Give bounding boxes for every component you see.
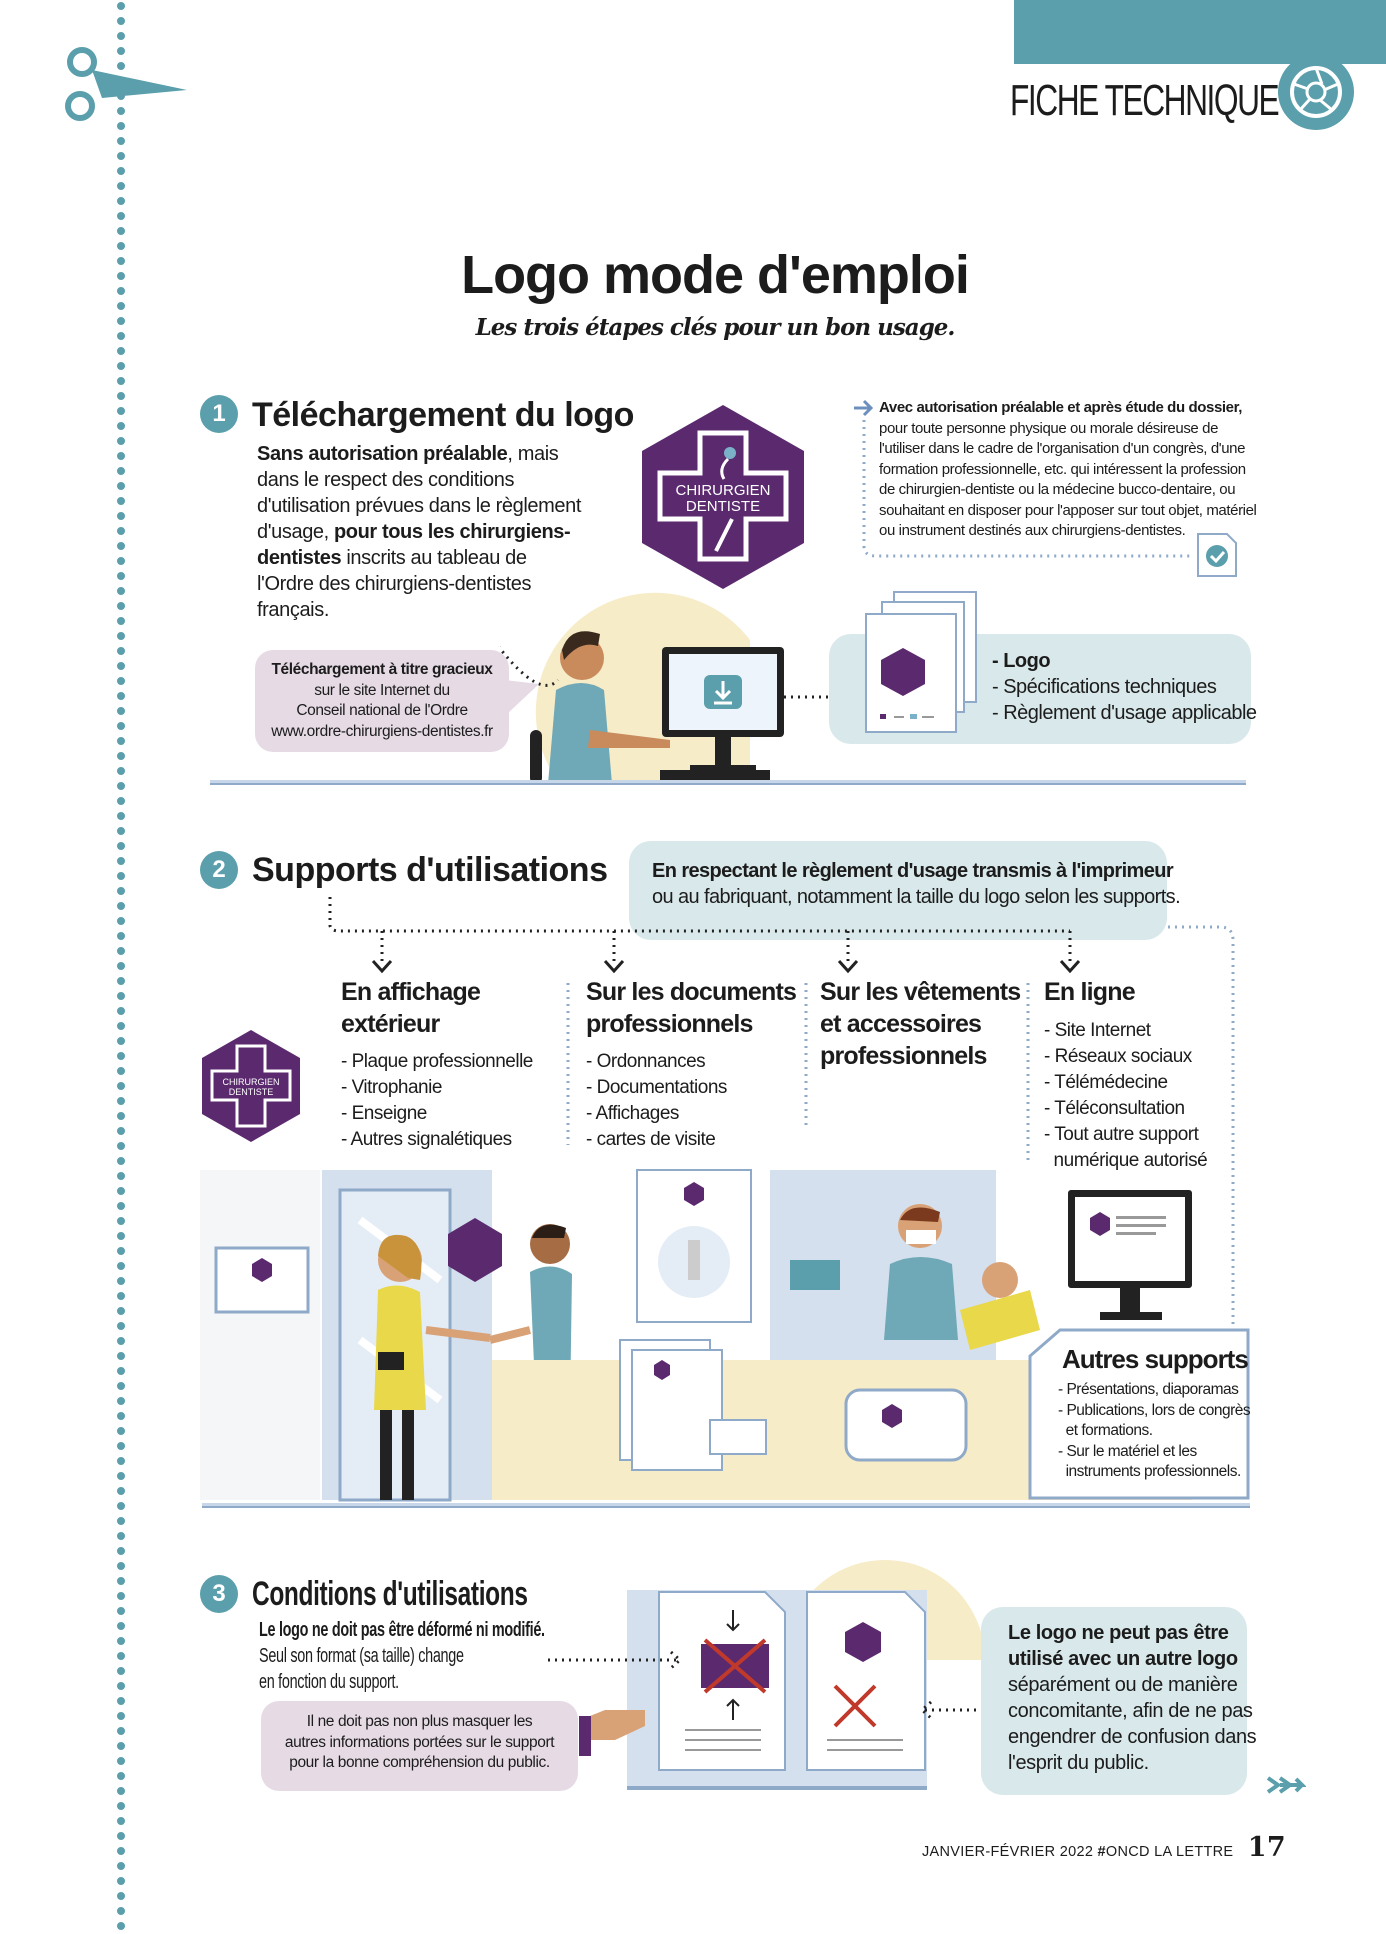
bold-text: Le logo ne doit pas être déformé ni modi… xyxy=(259,1619,545,1641)
dotted-connector xyxy=(854,399,1237,577)
conditions-illustration xyxy=(545,1560,990,1790)
section3-heading: Conditions d'utilisations xyxy=(252,1575,528,1613)
logo-text: CHIRURGIEN xyxy=(675,482,770,499)
section-divider xyxy=(210,780,1246,785)
kit-item: - Règlement d'usage applicable xyxy=(992,702,1257,724)
text: Conseil national de l'Ordre xyxy=(296,702,468,719)
section-divider xyxy=(202,1503,1250,1508)
kit-item: - Spécifications techniques xyxy=(992,676,1217,698)
kit-item: - Logo xyxy=(992,650,1051,672)
logo-text: DENTISTE xyxy=(686,498,760,515)
scissors-icon xyxy=(65,47,187,121)
text: , mais dans le respect des conditions d'… xyxy=(257,443,581,543)
bold-text: pour tous les chirurgiens-dentistes xyxy=(257,521,571,569)
dotted-branches xyxy=(328,897,1240,1354)
logo-text: DENTISTE xyxy=(229,1087,274,1097)
bold-text: En respectant le règlement d'usage trans… xyxy=(652,860,1174,882)
text: sur le site Internet du xyxy=(314,681,450,699)
step-number-2: 2 xyxy=(200,851,238,889)
supports-illustration xyxy=(200,1169,1250,1502)
page-subtitle: Les trois étapes clés pour un bon usage. xyxy=(475,314,956,341)
page-title: Logo mode d'emploi xyxy=(461,245,970,305)
printer-note-box xyxy=(629,841,1167,940)
bold-text: Sans autorisation préalable xyxy=(257,443,508,465)
section2-heading: Supports d'utilisations xyxy=(252,851,608,889)
column-list-outdoor: - Plaque professionnelle- Vitrophanie- E… xyxy=(341,1051,533,1150)
logo-text: CHIRURGIEN xyxy=(222,1077,279,1087)
chirurgien-dentiste-logo-small: CHIRURGIEN DENTISTE xyxy=(202,1030,300,1142)
free-download-box xyxy=(255,650,509,752)
footer-issue: JANVIER-FÉVRIER 2022 xyxy=(922,1844,1094,1860)
text: inscrits au tableau de l'Ordre des chiru… xyxy=(257,547,532,621)
other-supports-heading: Autres supports xyxy=(1062,1344,1249,1374)
text: ou au fabriquant, notamment la taille du… xyxy=(652,886,1181,908)
mask-note-box xyxy=(261,1701,578,1791)
aperture-icon xyxy=(1278,54,1354,130)
next-arrow-icon xyxy=(1266,1776,1306,1794)
text: en fonction du support. xyxy=(259,1671,399,1693)
kit-list: - Logo - Spécifications techniques - Règ… xyxy=(992,648,1257,726)
bold-text: Téléchargement à titre gracieux xyxy=(271,661,493,678)
documents-stack-icon xyxy=(865,591,977,733)
chirurgien-dentiste-logo: CHIRURGIEN DENTISTE xyxy=(642,405,804,589)
speech-tail xyxy=(505,680,539,716)
text: Seul son format (sa taille) change xyxy=(259,1645,464,1667)
text: pour toute personne physique ou morale d… xyxy=(879,419,1257,540)
header-band xyxy=(1014,0,1386,64)
column-list-online: - Site Internet- Réseaux sociaux- Télémé… xyxy=(1044,1020,1208,1171)
section3-text: Le logo ne doit pas être déformé ni modi… xyxy=(259,1617,545,1695)
other-supports-list: - Présentations, diaporamas- Publication… xyxy=(1058,1381,1251,1480)
printer-note: En respectant le règlement d'usage trans… xyxy=(652,858,1181,910)
section1-paragraph: Sans autorisation préalable, mais dans l… xyxy=(257,441,587,623)
column-heading-online: En ligne xyxy=(1044,978,1136,1006)
website-link[interactable]: www.ordre-chirurgiens-dentistes.fr xyxy=(271,722,493,740)
step-number-1: 1 xyxy=(200,395,238,433)
other-logo-note-box xyxy=(981,1607,1247,1795)
footer-publication: ONCD LA LETTRE xyxy=(1105,1844,1234,1860)
footer: JANVIER-FÉVRIER 2022 #ONCD LA LETTRE 17 xyxy=(922,1832,1286,1863)
bold-text: Avec autorisation préalable et après étu… xyxy=(879,399,1242,416)
step-number-3: 3 xyxy=(200,1575,238,1613)
authorization-text: Avec autorisation préalable et après étu… xyxy=(879,398,1259,542)
section1-heading: Téléchargement du logo xyxy=(252,396,634,434)
column-list-documents: - Ordonnances- Documentations- Affichage… xyxy=(586,1051,727,1150)
footer-hash: # xyxy=(1097,1844,1106,1860)
monitor-download-icon xyxy=(662,647,844,771)
cut-line xyxy=(117,2,125,1934)
header-label: FICHE TECHNIQUE xyxy=(1010,76,1280,125)
page-number: 17 xyxy=(1247,1832,1286,1863)
free-download-text: Téléchargement à titre gracieux sur le s… xyxy=(255,660,509,742)
